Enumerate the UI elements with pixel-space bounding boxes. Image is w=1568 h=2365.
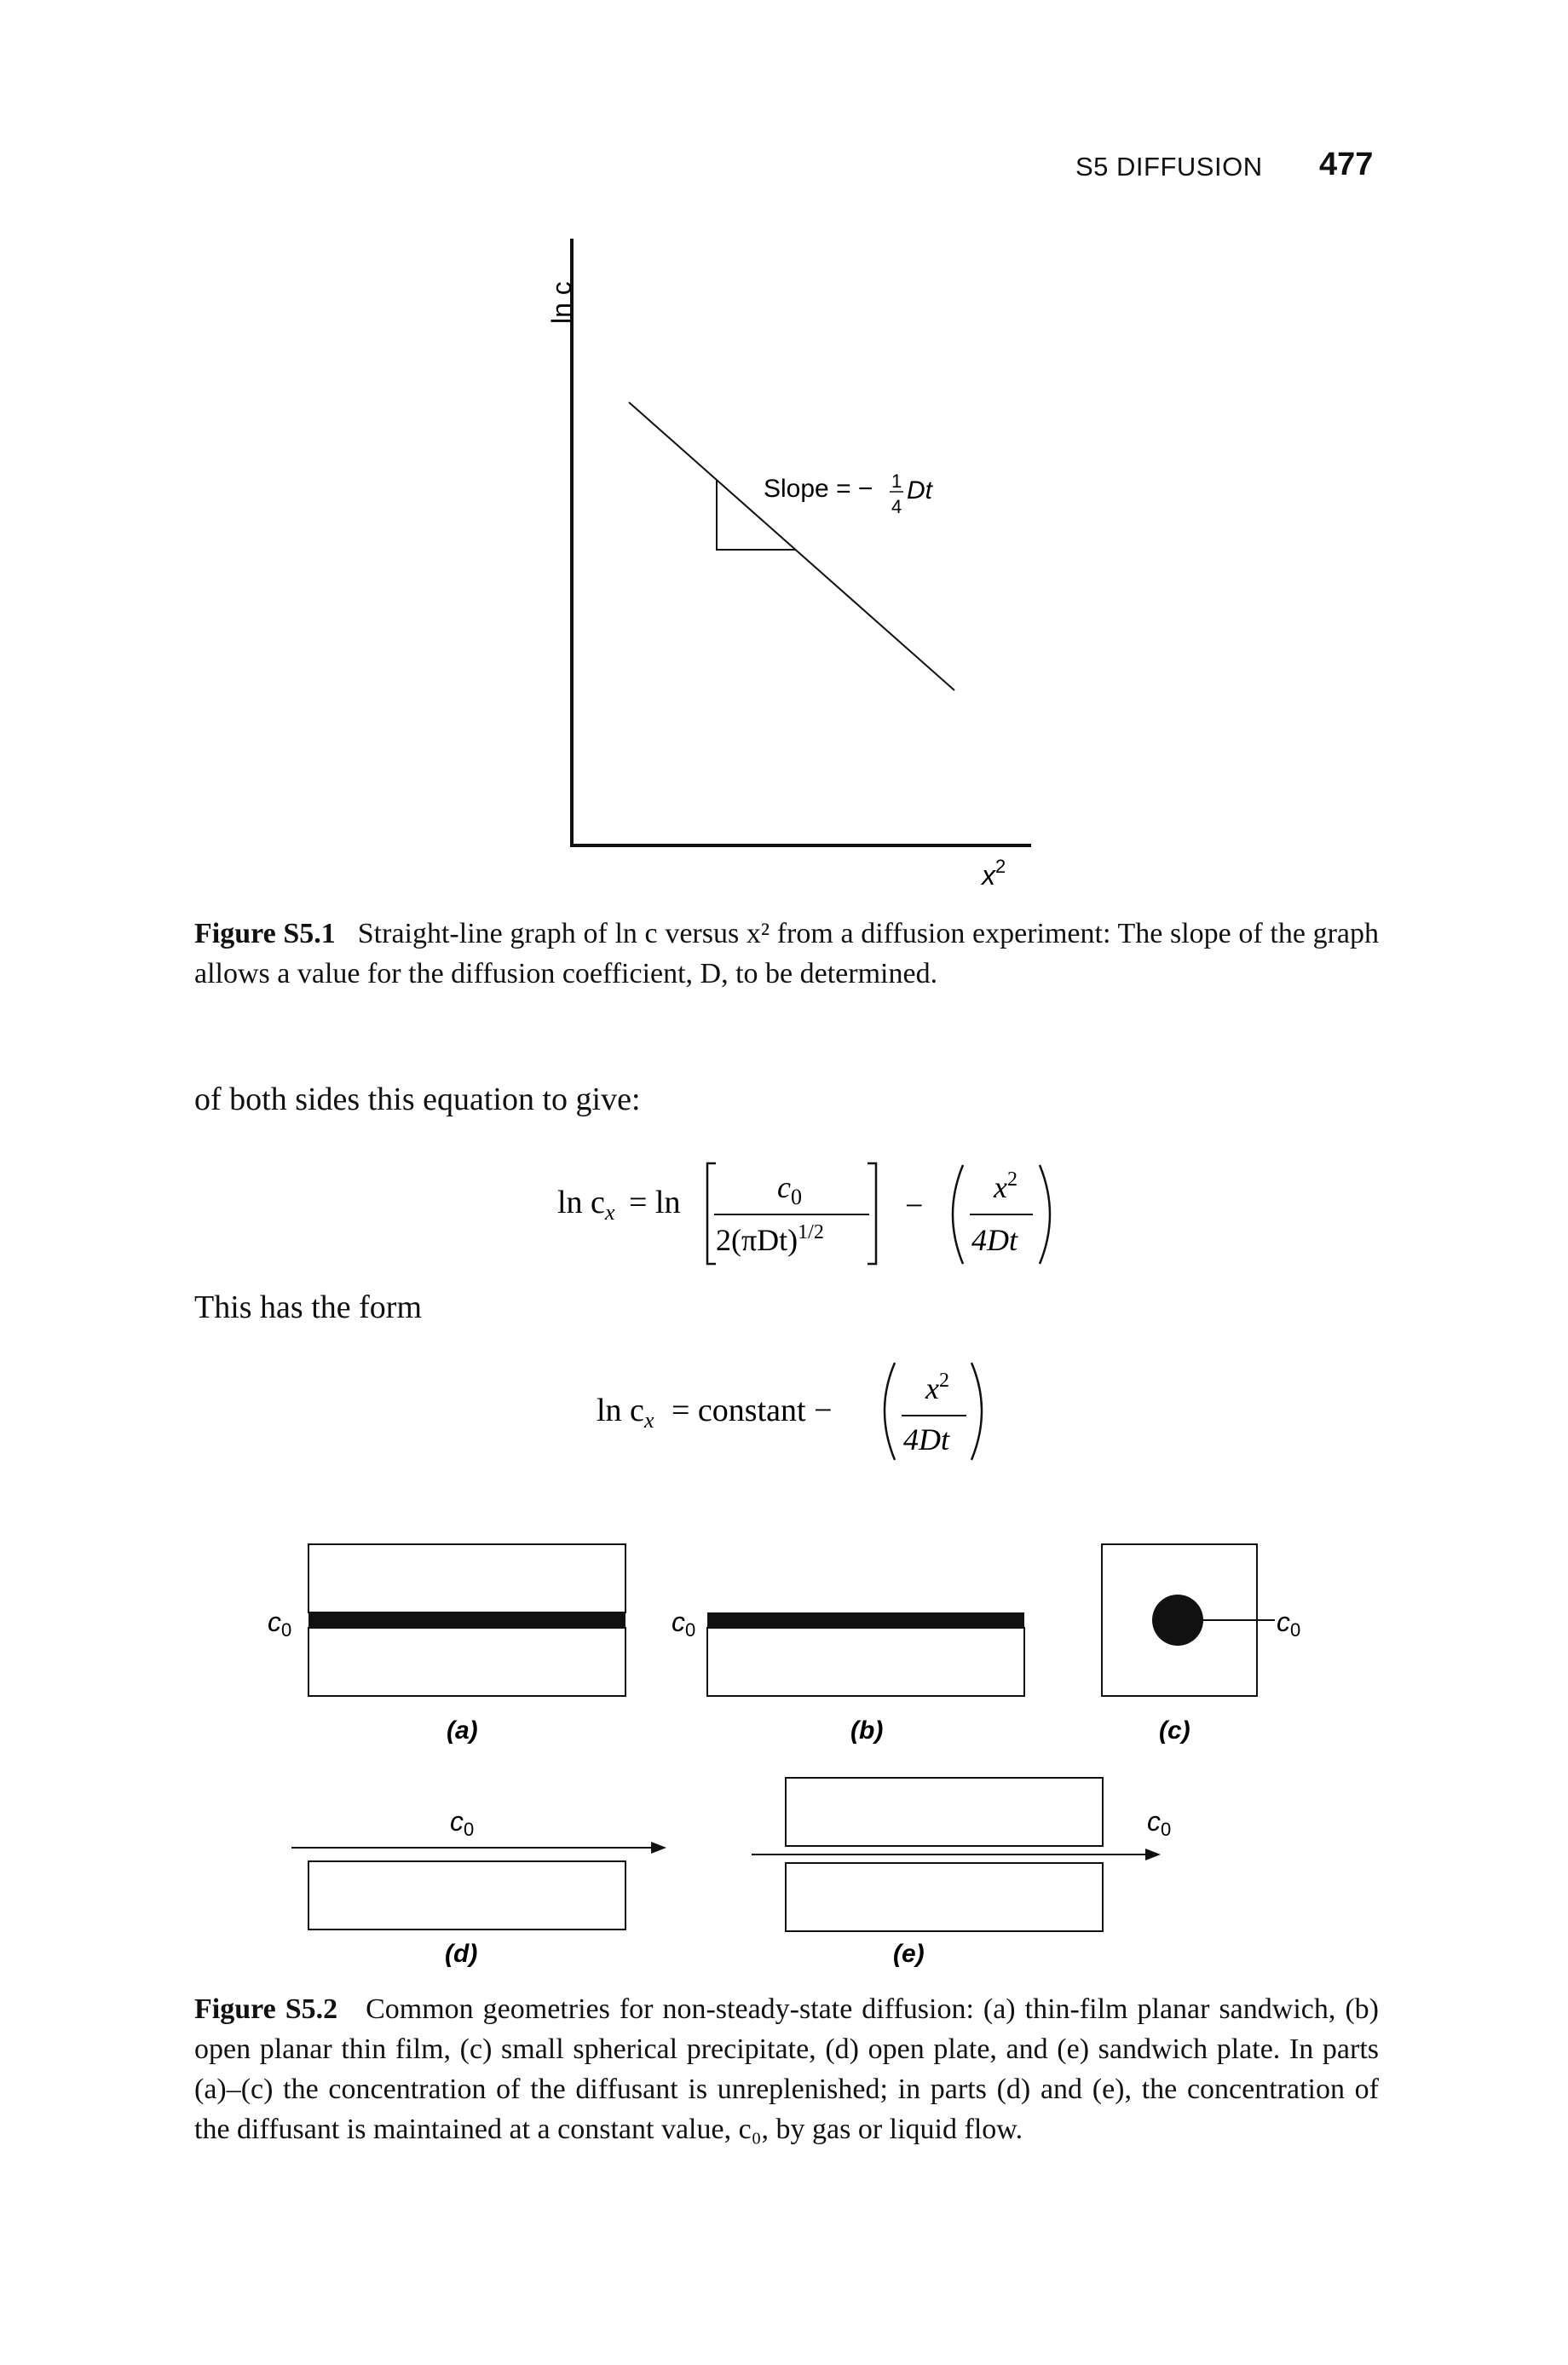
- caption-label: Figure S5.2: [194, 1993, 338, 2025]
- caption-text: Common geometries for non-steady-state d…: [194, 1993, 1379, 2145]
- running-head: S5 DIFFUSION 477: [0, 0, 1568, 222]
- slope-triangle: [716, 480, 796, 551]
- data-line: [628, 401, 955, 691]
- label-d: (d): [445, 1940, 477, 1968]
- geometry-d: c0 (d): [291, 1806, 666, 1968]
- e-lower-plate: [785, 1862, 1104, 1932]
- y-axis-label: ln c: [546, 281, 577, 324]
- label-c: (c): [1159, 1716, 1190, 1745]
- equation-1: ln cx = ln c0 2(πDt)1/2 − x2 4Dt: [557, 1162, 1052, 1266]
- d-plate: [308, 1860, 626, 1930]
- eq1-frac2-num: x2: [993, 1168, 1017, 1204]
- page-number: 477: [1319, 147, 1374, 182]
- eq1-right-paren: [1038, 1164, 1052, 1265]
- eq2-frac-den: 4Dt: [903, 1422, 950, 1456]
- geometry-e: c0 (e): [752, 1777, 1171, 1968]
- geometry-b: c0 (b): [672, 1606, 1025, 1745]
- slope-fraction-num: 1: [891, 470, 902, 492]
- eq1-left-paren: [951, 1164, 965, 1265]
- geometry-c: c0 (c): [1101, 1543, 1300, 1745]
- eq2-left-paren: [883, 1362, 896, 1461]
- b-thin-film: [707, 1612, 1024, 1628]
- slope-label: Slope = −: [764, 475, 873, 503]
- slope-label-tail: Dt: [907, 476, 934, 505]
- eq1-frac-num: c0: [777, 1170, 802, 1209]
- a-lower-block: [308, 1627, 626, 1697]
- eq1-left-bracket: [706, 1162, 716, 1266]
- paragraph-1: of both sides this equation to give:: [194, 1082, 641, 1117]
- a-c0-label: c0: [268, 1606, 291, 1641]
- d-c0-label: c0: [450, 1806, 474, 1840]
- section-title: S5 DIFFUSION: [1075, 152, 1263, 182]
- eq2-frac-num: x2: [925, 1370, 949, 1405]
- eq1-equals-ln: = ln: [629, 1185, 681, 1220]
- eq1-frac-den: 2(πDt)1/2: [716, 1221, 824, 1257]
- caption-label: Figure S5.1: [194, 918, 336, 949]
- figure-s5-2-caption: Figure S5.2 Common geometries for non-st…: [194, 1989, 1379, 2149]
- figure-s5-1-caption: Figure S5.1 Straight-line graph of ln c …: [194, 914, 1379, 994]
- eq2-lhs: ln cx: [597, 1393, 654, 1433]
- a-thin-film: [308, 1612, 625, 1628]
- eq2-rhs: = constant −: [672, 1393, 833, 1428]
- e-upper-plate: [785, 1777, 1104, 1847]
- equation-2: ln cx = constant − x2 4Dt: [597, 1362, 983, 1461]
- label-a: (a): [447, 1716, 478, 1745]
- label-b: (b): [850, 1716, 883, 1745]
- caption-text: Straight-line graph of ln c versus x² fr…: [194, 918, 1380, 989]
- e-flow-arrowhead: [1145, 1849, 1161, 1860]
- e-c0-label: c0: [1147, 1806, 1171, 1840]
- eq1-minus: −: [905, 1188, 923, 1224]
- figure-s5-2-diagram: c0 (a) c0 (b) c0 (c) c0 (d) c0 (e): [268, 1543, 1300, 1968]
- eq1-right-bracket: [868, 1162, 878, 1266]
- eq1-lhs: ln cx: [557, 1185, 615, 1225]
- slope-fraction-den: 4: [891, 496, 902, 517]
- eq2-right-paren: [970, 1362, 983, 1461]
- d-flow-arrowhead: [651, 1842, 666, 1854]
- paragraph-2: This has the form: [194, 1289, 423, 1325]
- c-precipitate: [1152, 1595, 1203, 1646]
- geometry-a: c0 (a): [268, 1543, 626, 1745]
- figure-s5-1-graph: ln c x2 Slope = − 1 4 Dt: [546, 239, 1031, 891]
- b-block: [706, 1627, 1025, 1697]
- x-axis-label: x2: [980, 856, 1006, 891]
- eq1-frac2-den: 4Dt: [971, 1223, 1018, 1257]
- a-upper-block: [308, 1543, 626, 1613]
- label-e: (e): [893, 1940, 925, 1968]
- b-c0-label: c0: [672, 1606, 695, 1641]
- c-c0-label: c0: [1277, 1606, 1300, 1641]
